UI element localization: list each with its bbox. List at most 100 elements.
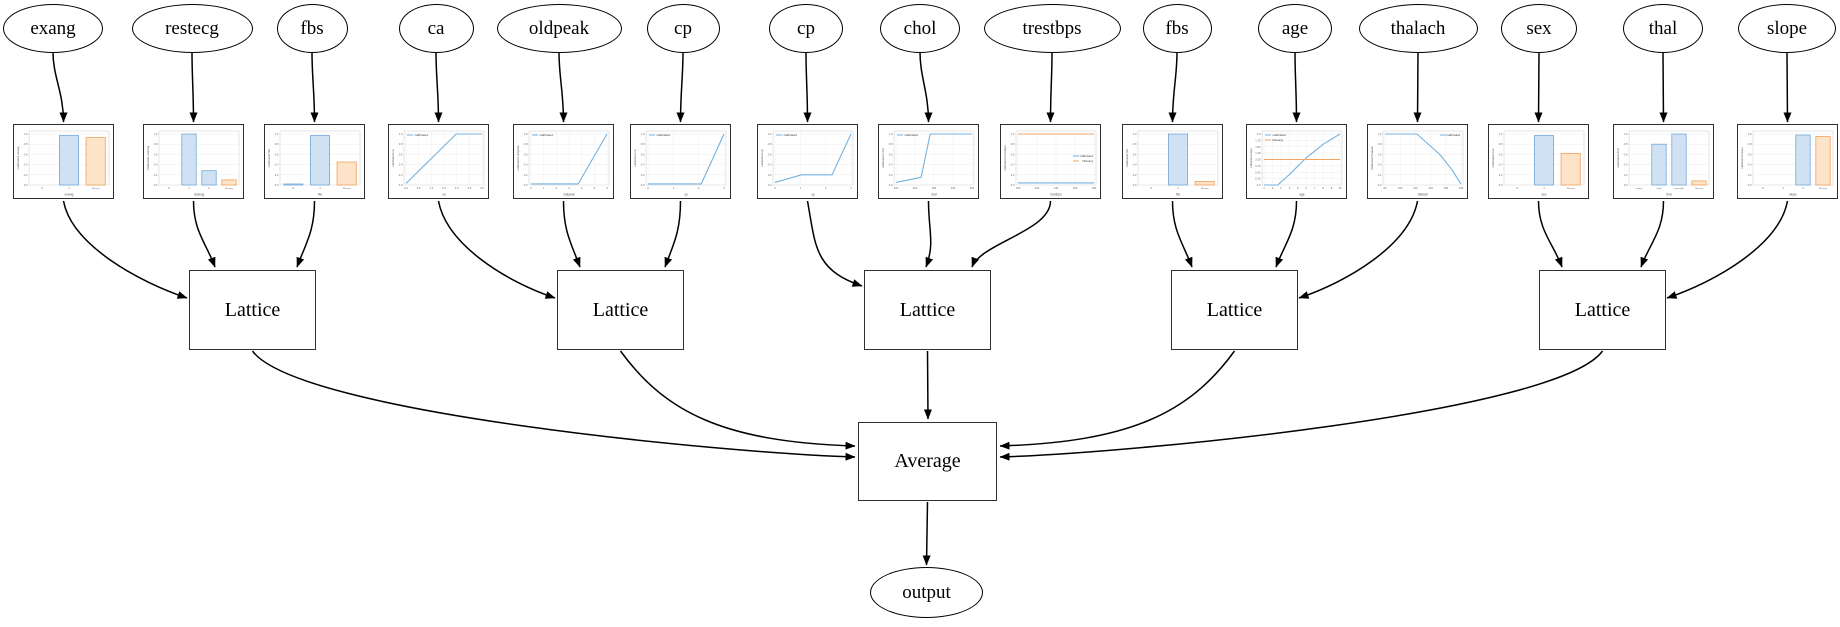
- svg-text:calibrated fbs: calibrated fbs: [1125, 148, 1129, 167]
- svg-text:0.8: 0.8: [767, 142, 771, 146]
- svg-text:200: 200: [912, 186, 917, 190]
- feature-label: chol: [903, 17, 937, 39]
- svg-text:0.0: 0.0: [23, 183, 27, 187]
- feature-node-restecg-1: restecg: [131, 4, 253, 53]
- svg-text:6: 6: [1305, 186, 1307, 190]
- svg-text:1.0: 1.0: [153, 132, 157, 136]
- svg-text:0.6: 0.6: [23, 152, 27, 156]
- lattice-node-4: Lattice: [1539, 270, 1666, 350]
- svg-text:0.4: 0.4: [274, 162, 278, 166]
- svg-text:0.6: 0.6: [888, 152, 892, 156]
- feature-label: thalach: [1390, 17, 1446, 39]
- svg-text:thal: thal: [1666, 192, 1671, 196]
- svg-text:140: 140: [1428, 186, 1433, 190]
- lattice-node-3: Lattice: [1171, 270, 1298, 350]
- svg-text:chol: chol: [931, 192, 937, 196]
- svg-text:0.4: 0.4: [523, 162, 527, 166]
- svg-text:0.25: 0.25: [1255, 176, 1261, 180]
- svg-text:180: 180: [1458, 186, 1463, 190]
- svg-text:Missing: Missing: [1272, 138, 1283, 142]
- svg-text:thalach: thalach: [1417, 192, 1428, 196]
- feature-node-thalach-11: thalach: [1358, 4, 1478, 53]
- svg-text:0.6: 0.6: [1747, 152, 1751, 156]
- feature-node-cp-6: cp: [769, 4, 843, 53]
- svg-text:1: 1: [799, 186, 801, 190]
- svg-text:calibrated: calibrated: [783, 133, 797, 137]
- svg-text:0.0: 0.0: [1498, 183, 1502, 187]
- feature-node-trestbps-8: trestbps: [983, 4, 1121, 53]
- feature-label: fbs: [300, 17, 324, 39]
- svg-text:4: 4: [580, 186, 582, 190]
- edge-feature-chart-12: [1534, 51, 1543, 123]
- svg-text:1.0: 1.0: [429, 186, 433, 190]
- feature-node-fbs-9: fbs: [1142, 4, 1212, 53]
- svg-text:Missing: Missing: [1695, 188, 1703, 190]
- edge-chart-lattice-5: [664, 200, 682, 268]
- feature-label: ca: [427, 17, 445, 39]
- svg-text:160: 160: [1443, 186, 1448, 190]
- svg-text:100: 100: [1015, 186, 1020, 190]
- chart-svg: 0.00.250.500.751.001.251.501.752.0calibr…: [1249, 130, 1342, 196]
- feature-label: age: [1281, 17, 1309, 39]
- svg-text:80: 80: [1383, 186, 1386, 190]
- edge-chart-lattice-3: [437, 200, 556, 299]
- svg-text:1.0: 1.0: [398, 132, 402, 136]
- svg-text:9: 9: [1330, 186, 1332, 190]
- svg-text:0.6: 0.6: [1010, 152, 1014, 156]
- svg-text:calibrated fbs: calibrated fbs: [267, 148, 271, 167]
- svg-text:0.6: 0.6: [274, 152, 278, 156]
- svg-text:0.4: 0.4: [1623, 162, 1627, 166]
- svg-text:2.0: 2.0: [454, 186, 458, 190]
- svg-text:0.2: 0.2: [640, 172, 644, 176]
- svg-text:0: 0: [168, 186, 170, 190]
- svg-text:0.0: 0.0: [888, 183, 892, 187]
- svg-text:calibrated age: calibrated age: [1249, 148, 1253, 168]
- svg-text:0.2: 0.2: [1498, 172, 1502, 176]
- edge-lattice-average-4: [999, 350, 1604, 461]
- edge-feature-chart-3: [434, 51, 443, 123]
- svg-text:1.0: 1.0: [640, 132, 644, 136]
- svg-text:0: 0: [647, 186, 649, 190]
- svg-text:1.25: 1.25: [1255, 151, 1261, 155]
- svg-text:0.8: 0.8: [1623, 142, 1627, 146]
- edge-chart-lattice-6: [806, 200, 863, 287]
- svg-text:oldpeak: oldpeak: [563, 192, 575, 196]
- svg-text:0.2: 0.2: [1747, 172, 1751, 176]
- svg-text:Missing: Missing: [1566, 188, 1574, 190]
- feature-label: cp: [674, 17, 692, 39]
- svg-text:calibrated slope: calibrated slope: [1740, 146, 1744, 168]
- svg-text:0.8: 0.8: [274, 142, 278, 146]
- edge-chart-lattice-7: [925, 200, 934, 268]
- svg-text:0: 0: [1150, 186, 1152, 190]
- feature-node-slope-14: slope: [1738, 4, 1836, 53]
- lattice-label: Lattice: [1574, 298, 1631, 321]
- edge-chart-lattice-9: [1171, 200, 1193, 268]
- svg-text:0.2: 0.2: [398, 172, 402, 176]
- svg-text:calibrated trestbps: calibrated trestbps: [1003, 144, 1007, 170]
- svg-text:0.8: 0.8: [398, 142, 402, 146]
- edge-feature-chart-11: [1413, 51, 1422, 123]
- svg-text:0.50: 0.50: [1255, 170, 1261, 174]
- edge-feature-chart-5: [676, 51, 685, 123]
- svg-text:0.2: 0.2: [1132, 172, 1136, 176]
- svg-text:0.4: 0.4: [767, 162, 771, 166]
- feature-node-sex-12: sex: [1501, 4, 1577, 53]
- svg-text:2: 2: [1271, 186, 1273, 190]
- svg-text:exang: exang: [64, 192, 73, 196]
- svg-text:0.2: 0.2: [23, 172, 27, 176]
- edge-chart-lattice-11: [1298, 200, 1419, 299]
- svg-text:0.4: 0.4: [1010, 162, 1014, 166]
- feature-label: thal: [1648, 17, 1678, 39]
- edge-lattice-average-0: [251, 350, 856, 461]
- svg-text:1.0: 1.0: [523, 132, 527, 136]
- edge-feature-chart-4: [558, 51, 568, 123]
- output-node: output: [870, 567, 983, 618]
- edge-feature-chart-1: [189, 51, 198, 123]
